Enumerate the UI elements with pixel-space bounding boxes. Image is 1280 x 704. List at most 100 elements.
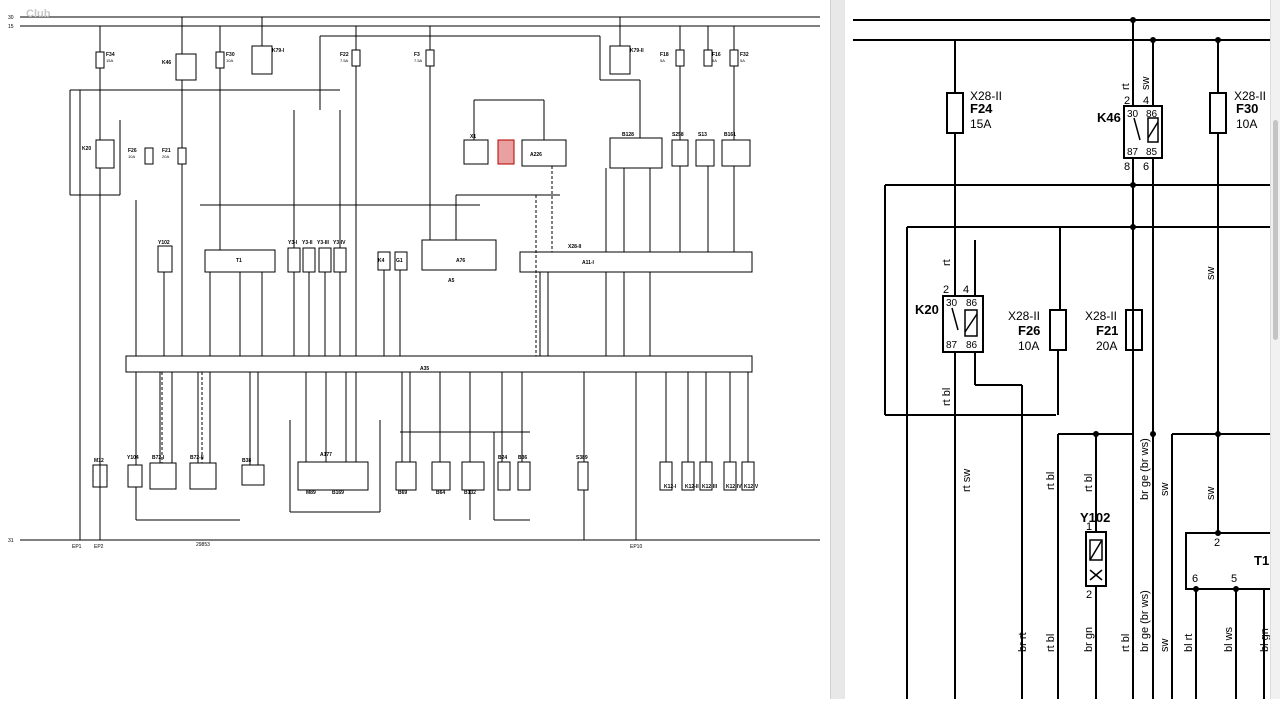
overview-label: K20 (82, 146, 91, 152)
overview-label: F30 (226, 52, 235, 58)
vertical-scrollbar[interactable] (1270, 0, 1280, 699)
overview-label: K79-I (272, 48, 285, 54)
wire-label: br gn (1083, 627, 1095, 652)
overview-label: B132 (464, 490, 476, 496)
overview-label: F3 (414, 52, 420, 58)
watermark: Club (26, 8, 51, 20)
wire-label: rt bl (1045, 472, 1057, 490)
overview-label: K46 (162, 60, 171, 66)
f30-connector: X28-II (1234, 89, 1266, 103)
overview-label: 15 (8, 24, 14, 30)
overview-label: B36 (518, 455, 527, 461)
k20-pin: 30 (946, 298, 958, 309)
overview-label: K12-II (685, 484, 699, 490)
overview-label: X1 (470, 134, 476, 140)
wire-label: rt bl (1083, 474, 1095, 492)
overview-label: 29853 (196, 542, 210, 548)
f30-rating: 10A (1236, 117, 1257, 131)
f30-label: F30 (1236, 101, 1258, 116)
overview-label: S258 (672, 132, 684, 138)
y102-label: Y102 (1080, 510, 1110, 525)
overview-label: F32 (740, 52, 749, 58)
f21-label: F21 (1096, 323, 1118, 338)
overview-label: G1 (396, 258, 403, 264)
overview-label: 7.5A (414, 58, 423, 63)
t1-pin: 2 (1214, 537, 1220, 549)
k20-pin: 86 (966, 298, 978, 309)
overview-label: S389 (576, 455, 588, 461)
overview-label: B72-II (190, 455, 204, 461)
overview-label: X28-II (568, 244, 582, 250)
wire-label: rt bl (1120, 634, 1132, 652)
overview-label: K12-III (702, 484, 718, 490)
wire-label: rt sw (961, 469, 973, 492)
overview-label: B64 (436, 490, 445, 496)
wire-label: sw (1205, 267, 1217, 281)
overview-label: 10A (128, 154, 135, 159)
overview-label: 5A (712, 58, 717, 63)
overview-label: B72-I (152, 455, 165, 461)
wire-label: sw (1140, 77, 1152, 91)
wire-label: sw (1159, 639, 1171, 653)
t1-pin: 5 (1231, 573, 1237, 585)
wire-label: bl gn (1259, 628, 1271, 652)
t1-label: T1 (1254, 553, 1269, 568)
overview-label: F26 (128, 148, 137, 154)
k46-pin: 4 (1143, 95, 1149, 107)
wire-label: bl ws (1223, 626, 1235, 652)
overview-label: K12-I (664, 484, 677, 490)
pane-splitter[interactable] (830, 0, 846, 699)
wire-label: sw (1159, 483, 1171, 497)
k20-pin: 2 (943, 284, 949, 296)
f26-connector: X28-II (1008, 309, 1040, 323)
k20-pin: 87 (946, 340, 958, 351)
overview-diagram-pane[interactable]: Club (0, 0, 830, 699)
wire-label: bl rt (1183, 634, 1195, 652)
overview-label: K12-V (744, 484, 759, 490)
k46-pin: 86 (1146, 109, 1158, 120)
overview-label: Y3-II (302, 240, 313, 246)
k46-label: K46 (1097, 110, 1121, 125)
overview-label: K79-II (630, 48, 644, 54)
overview-label: M12 (94, 458, 104, 464)
overview-label: A226 (530, 152, 542, 158)
overview-label: Y102 (158, 240, 170, 246)
overview-label: Y3-I (288, 240, 298, 246)
k46-pin: 87 (1127, 147, 1139, 158)
wire-label: br ge (br ws) (1139, 590, 1151, 652)
k20-label: K20 (915, 302, 939, 317)
overview-label: A5 (448, 278, 455, 284)
overview-label: B38 (242, 458, 251, 464)
overview-label: F18 (660, 52, 669, 58)
wire-label: sw (1205, 487, 1217, 501)
f26-rating: 10A (1018, 339, 1039, 353)
overview-label: EP10 (630, 544, 642, 550)
overview-label: B169 (332, 490, 344, 496)
overview-label: 5A (740, 58, 745, 63)
overview-label: 7.5A (340, 58, 349, 63)
f21-connector: X28-II (1085, 309, 1117, 323)
overview-label: B69 (398, 490, 407, 496)
overview-label: Y3-III (317, 240, 330, 246)
overview-label: 31 (8, 538, 14, 544)
k20-pin: 86 (966, 340, 978, 351)
scrollbar-thumb[interactable] (1273, 120, 1278, 340)
overview-label: Y104 (127, 455, 139, 461)
wire-label: rt bl (941, 388, 953, 406)
wire-label: br rt (1017, 632, 1029, 652)
k46-pin: 30 (1127, 109, 1139, 120)
overview-label: M89 (306, 490, 316, 496)
overview-label: EP2 (94, 544, 104, 550)
overview-label: 30 (8, 15, 14, 21)
overview-label: 20A (162, 154, 169, 159)
overview-label: B24 (498, 455, 507, 461)
overview-label: A177 (320, 452, 332, 458)
zoomed-diagram-pane[interactable]: X28-II F24 15A K46 2 4 30 86 87 85 8 6 X… (845, 0, 1277, 699)
zoomed-diagram: X28-II F24 15A K46 2 4 30 86 87 85 8 6 X… (853, 17, 1277, 699)
overview-label: A11-I (582, 260, 595, 266)
overview-label: F21 (162, 148, 171, 154)
overview-label: F16 (712, 52, 721, 58)
wire-label: br ge (br ws) (1139, 438, 1151, 500)
overview-label: K4 (378, 258, 385, 264)
wire-label: rt (1120, 83, 1132, 90)
